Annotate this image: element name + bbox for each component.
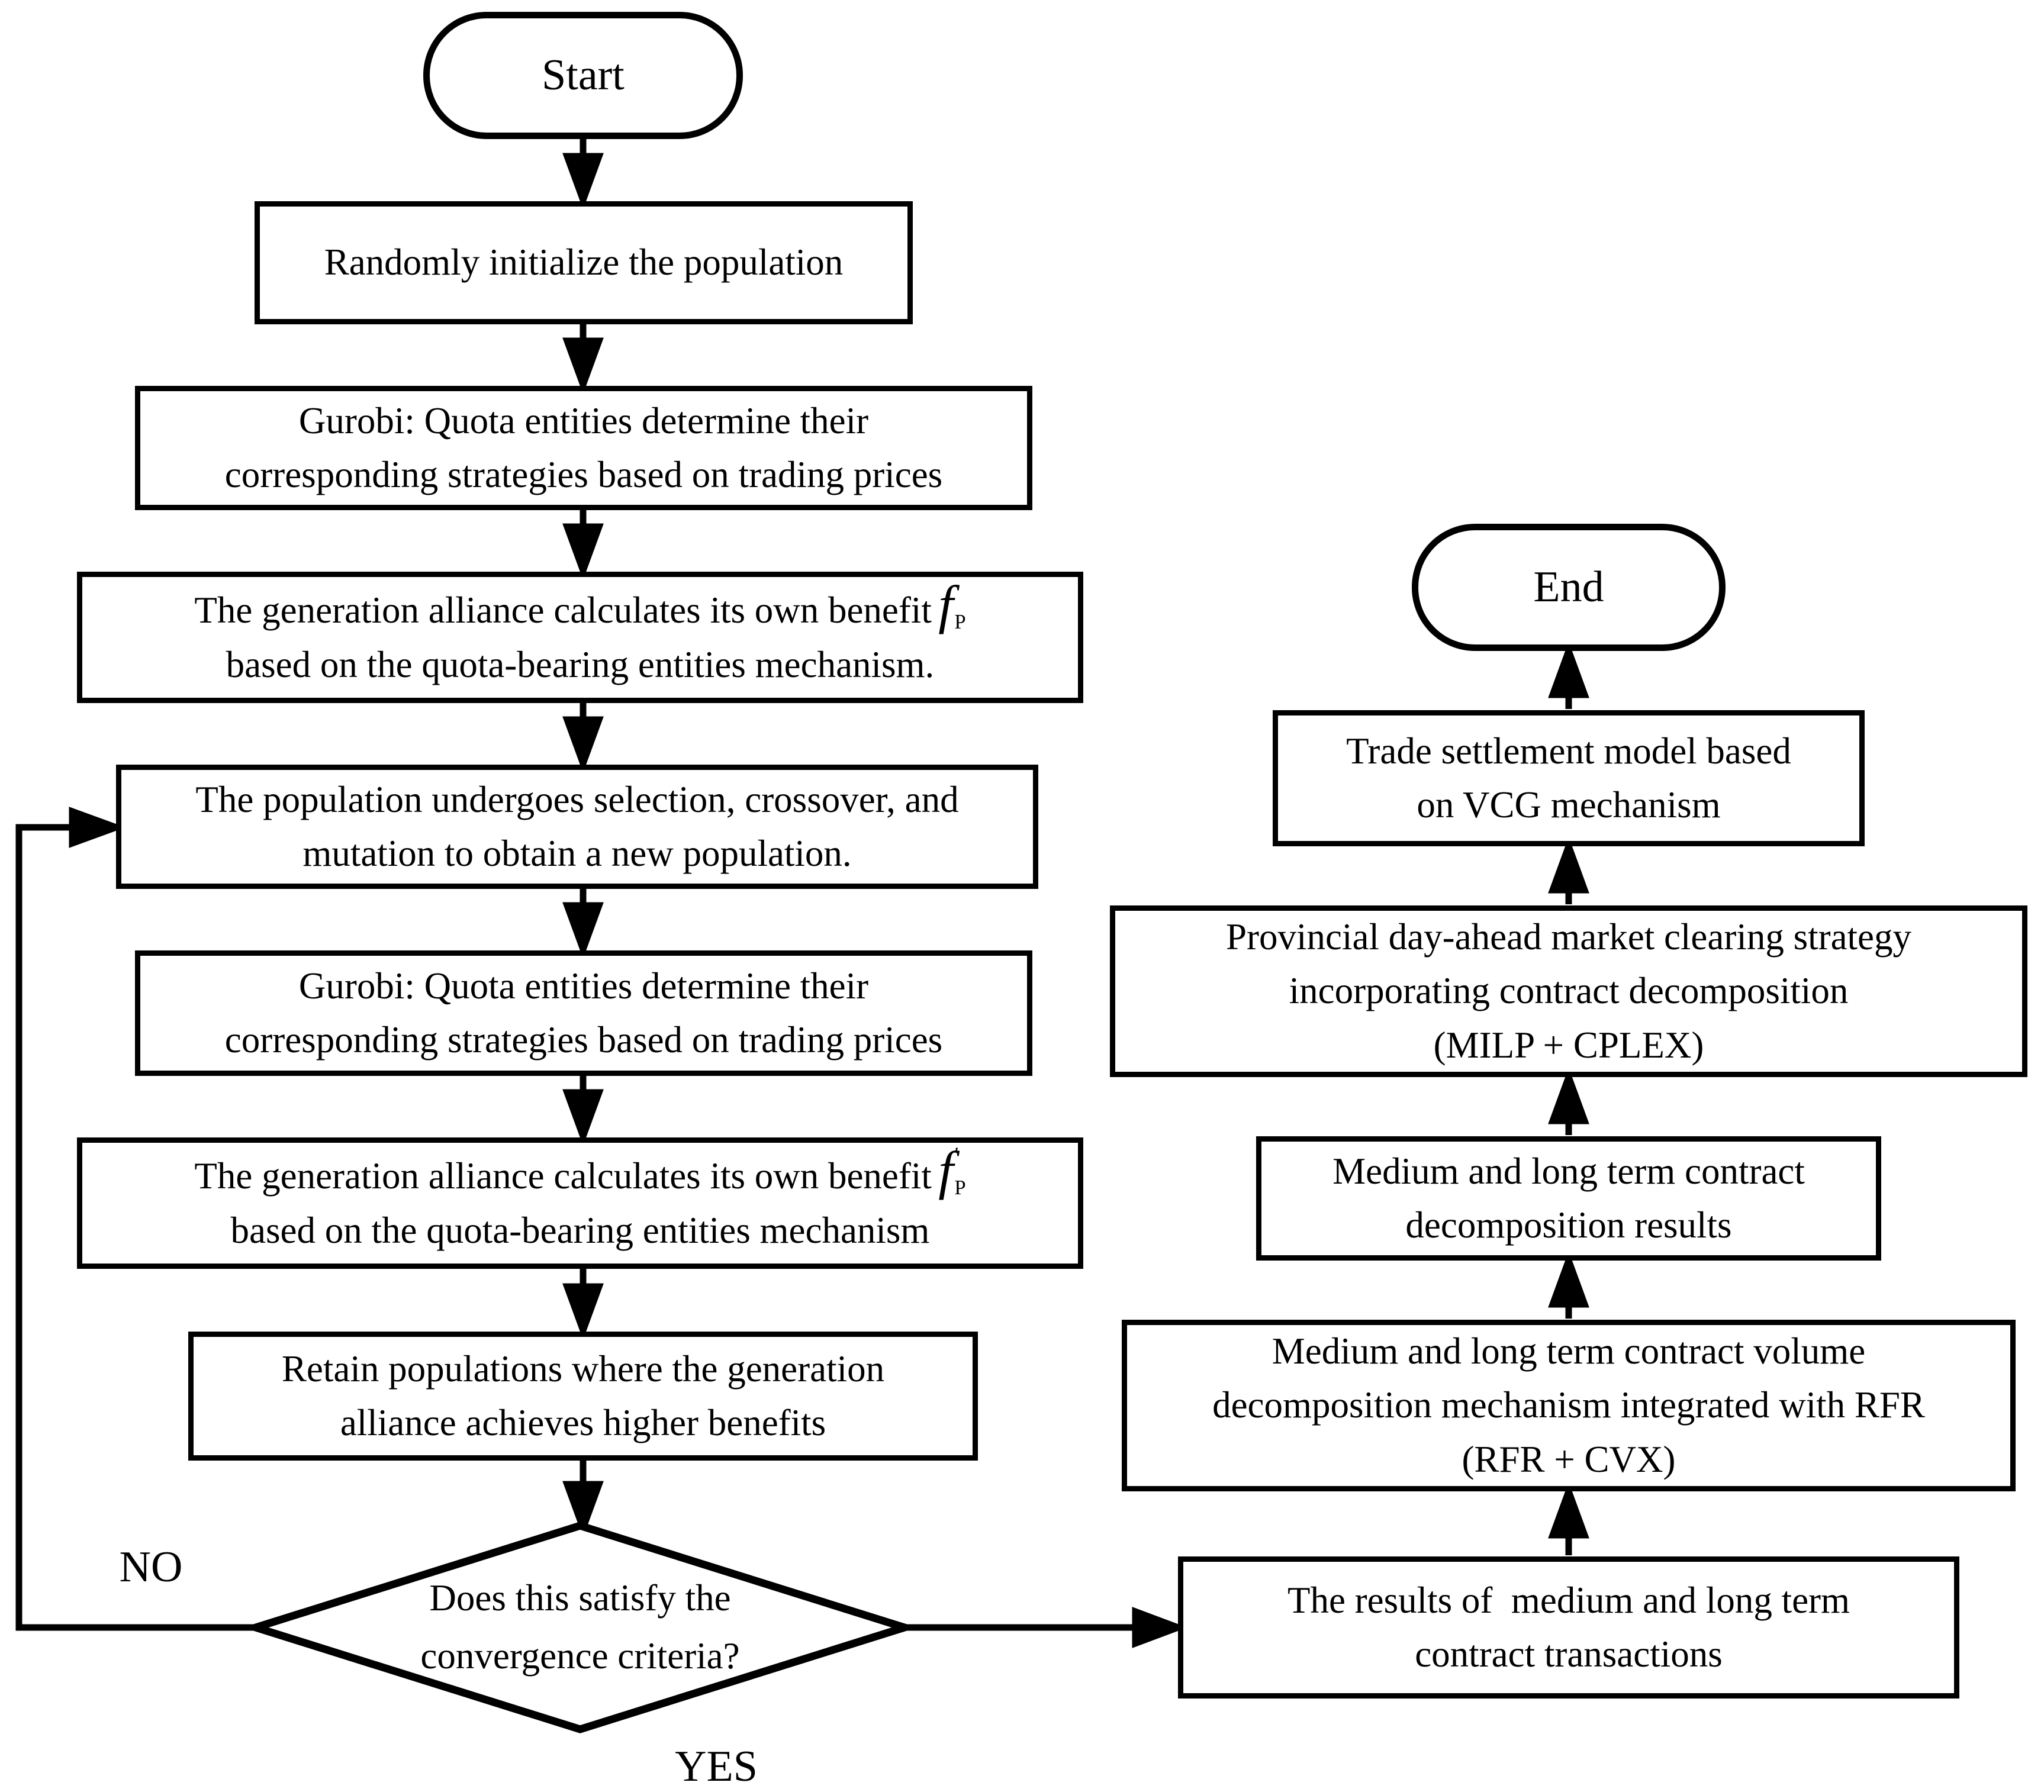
start-terminator: Start (423, 12, 743, 139)
vcg-settlement-box: Trade settlement model based on VCG mech… (1273, 710, 1865, 846)
arrowhead-volume-to-decomp (1548, 1250, 1589, 1308)
convergence-decision-label: Does this satisfy the convergence criter… (420, 1577, 740, 1677)
no-feedback-line (15, 824, 256, 1631)
arrowhead-decomp-to-clearing (1548, 1067, 1589, 1124)
alliance-benefit-box-2: The generation alliance calculates its o… (77, 1137, 1083, 1269)
arrowhead-retain-to-decision (562, 1481, 604, 1538)
arrowhead-init-to-gurobi1 (562, 337, 604, 395)
alliance-benefit-box-1: The generation alliance calculates its o… (77, 572, 1083, 703)
mlt-transaction-results-box: The results of medium and long term cont… (1178, 1556, 1959, 1698)
arrowhead-clearing-to-settlement (1548, 836, 1589, 894)
gurobi-strategy-box-1: Gurobi: Quota entities determine their c… (135, 386, 1032, 510)
init-population-box: Randomly initialize the population (255, 201, 913, 324)
yes-branch-label: YES (675, 1742, 758, 1791)
arrowhead-benefit1-to-evolve (562, 716, 604, 773)
arrowhead-start-to-init (562, 153, 604, 210)
convergence-decision-diamond (243, 1522, 918, 1733)
arrowhead-results-to-volume (1548, 1481, 1589, 1539)
mlt-decomposition-results-box: Medium and long term contract decomposit… (1256, 1136, 1881, 1261)
selection-crossover-mutation-box: The population undergoes selection, cros… (116, 765, 1038, 889)
end-terminator: End (1412, 524, 1726, 651)
gurobi-strategy-box-2: Gurobi: Quota entities determine their c… (135, 950, 1032, 1076)
arrowhead-settlement-to-end (1548, 641, 1589, 698)
arrowhead-gurobi2-to-benefit2 (562, 1089, 604, 1146)
retain-populations-box: Retain populations where the generation … (188, 1332, 978, 1461)
day-ahead-clearing-box: Provincial day-ahead market clearing str… (1110, 905, 2027, 1077)
start-label: Start (542, 50, 625, 99)
arrowhead-benefit2-to-retain (562, 1283, 604, 1340)
end-label: End (1533, 562, 1604, 611)
arrowhead-no-to-evolve (69, 807, 126, 848)
benefit-fP-prime-symbol: f′P (938, 1140, 966, 1201)
arrowhead-gurobi1-to-benefit1 (562, 523, 604, 581)
no-branch-label: NO (119, 1542, 183, 1591)
arrowhead-evolve-to-gurobi2 (562, 902, 604, 959)
arrowhead-yes-to-results (1132, 1607, 1187, 1648)
mlt-volume-decomposition-box: Medium and long term contract volume dec… (1122, 1320, 2016, 1491)
